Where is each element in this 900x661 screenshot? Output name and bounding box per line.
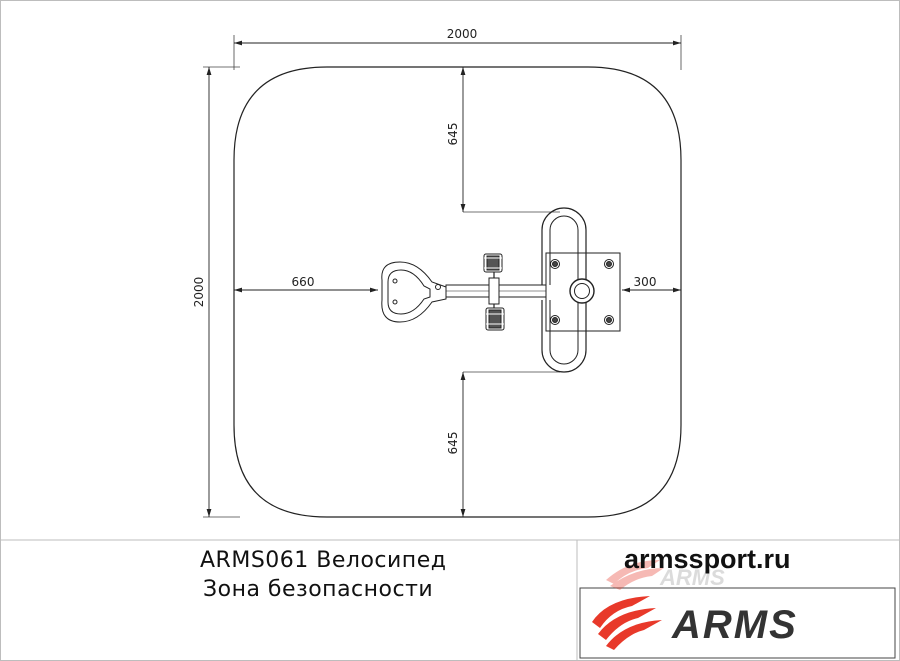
central-post <box>569 278 595 304</box>
website-ghost-logo: ARMS <box>606 560 725 590</box>
drawing-title: ARMS061 Велосипед <box>200 548 447 573</box>
dim-overall-width: 2000 <box>447 27 478 41</box>
website-ghost-text: ARMS <box>659 565 725 590</box>
logo-box <box>579 587 896 659</box>
arms-logo: ARMS <box>592 596 798 650</box>
seat-part <box>381 261 447 323</box>
arms-logo-text: ARMS <box>671 603 798 647</box>
dim-overall-height: 2000 <box>192 277 206 308</box>
handlebar-loop-upper <box>541 207 587 285</box>
handlebar-loop-lower <box>541 300 587 373</box>
dim-upper-clearance: 645 <box>446 123 460 146</box>
dim-right-clearance: 300 <box>634 275 657 289</box>
drawing-subtitle: Зона безопасности <box>203 577 434 602</box>
safety-zone-outline <box>233 66 682 518</box>
pedal-assembly <box>483 253 505 331</box>
dim-left-clearance: 660 <box>292 275 315 289</box>
arms-swoosh-icon <box>592 596 662 650</box>
website-link[interactable]: armssport.ru <box>624 544 791 574</box>
bicycle-trainer-equipment <box>381 207 621 373</box>
title-block: ARMS061 Велосипед Зона безопасности arms… <box>0 540 900 661</box>
main-beam <box>445 284 575 298</box>
dim-lower-clearance: 645 <box>446 432 460 455</box>
